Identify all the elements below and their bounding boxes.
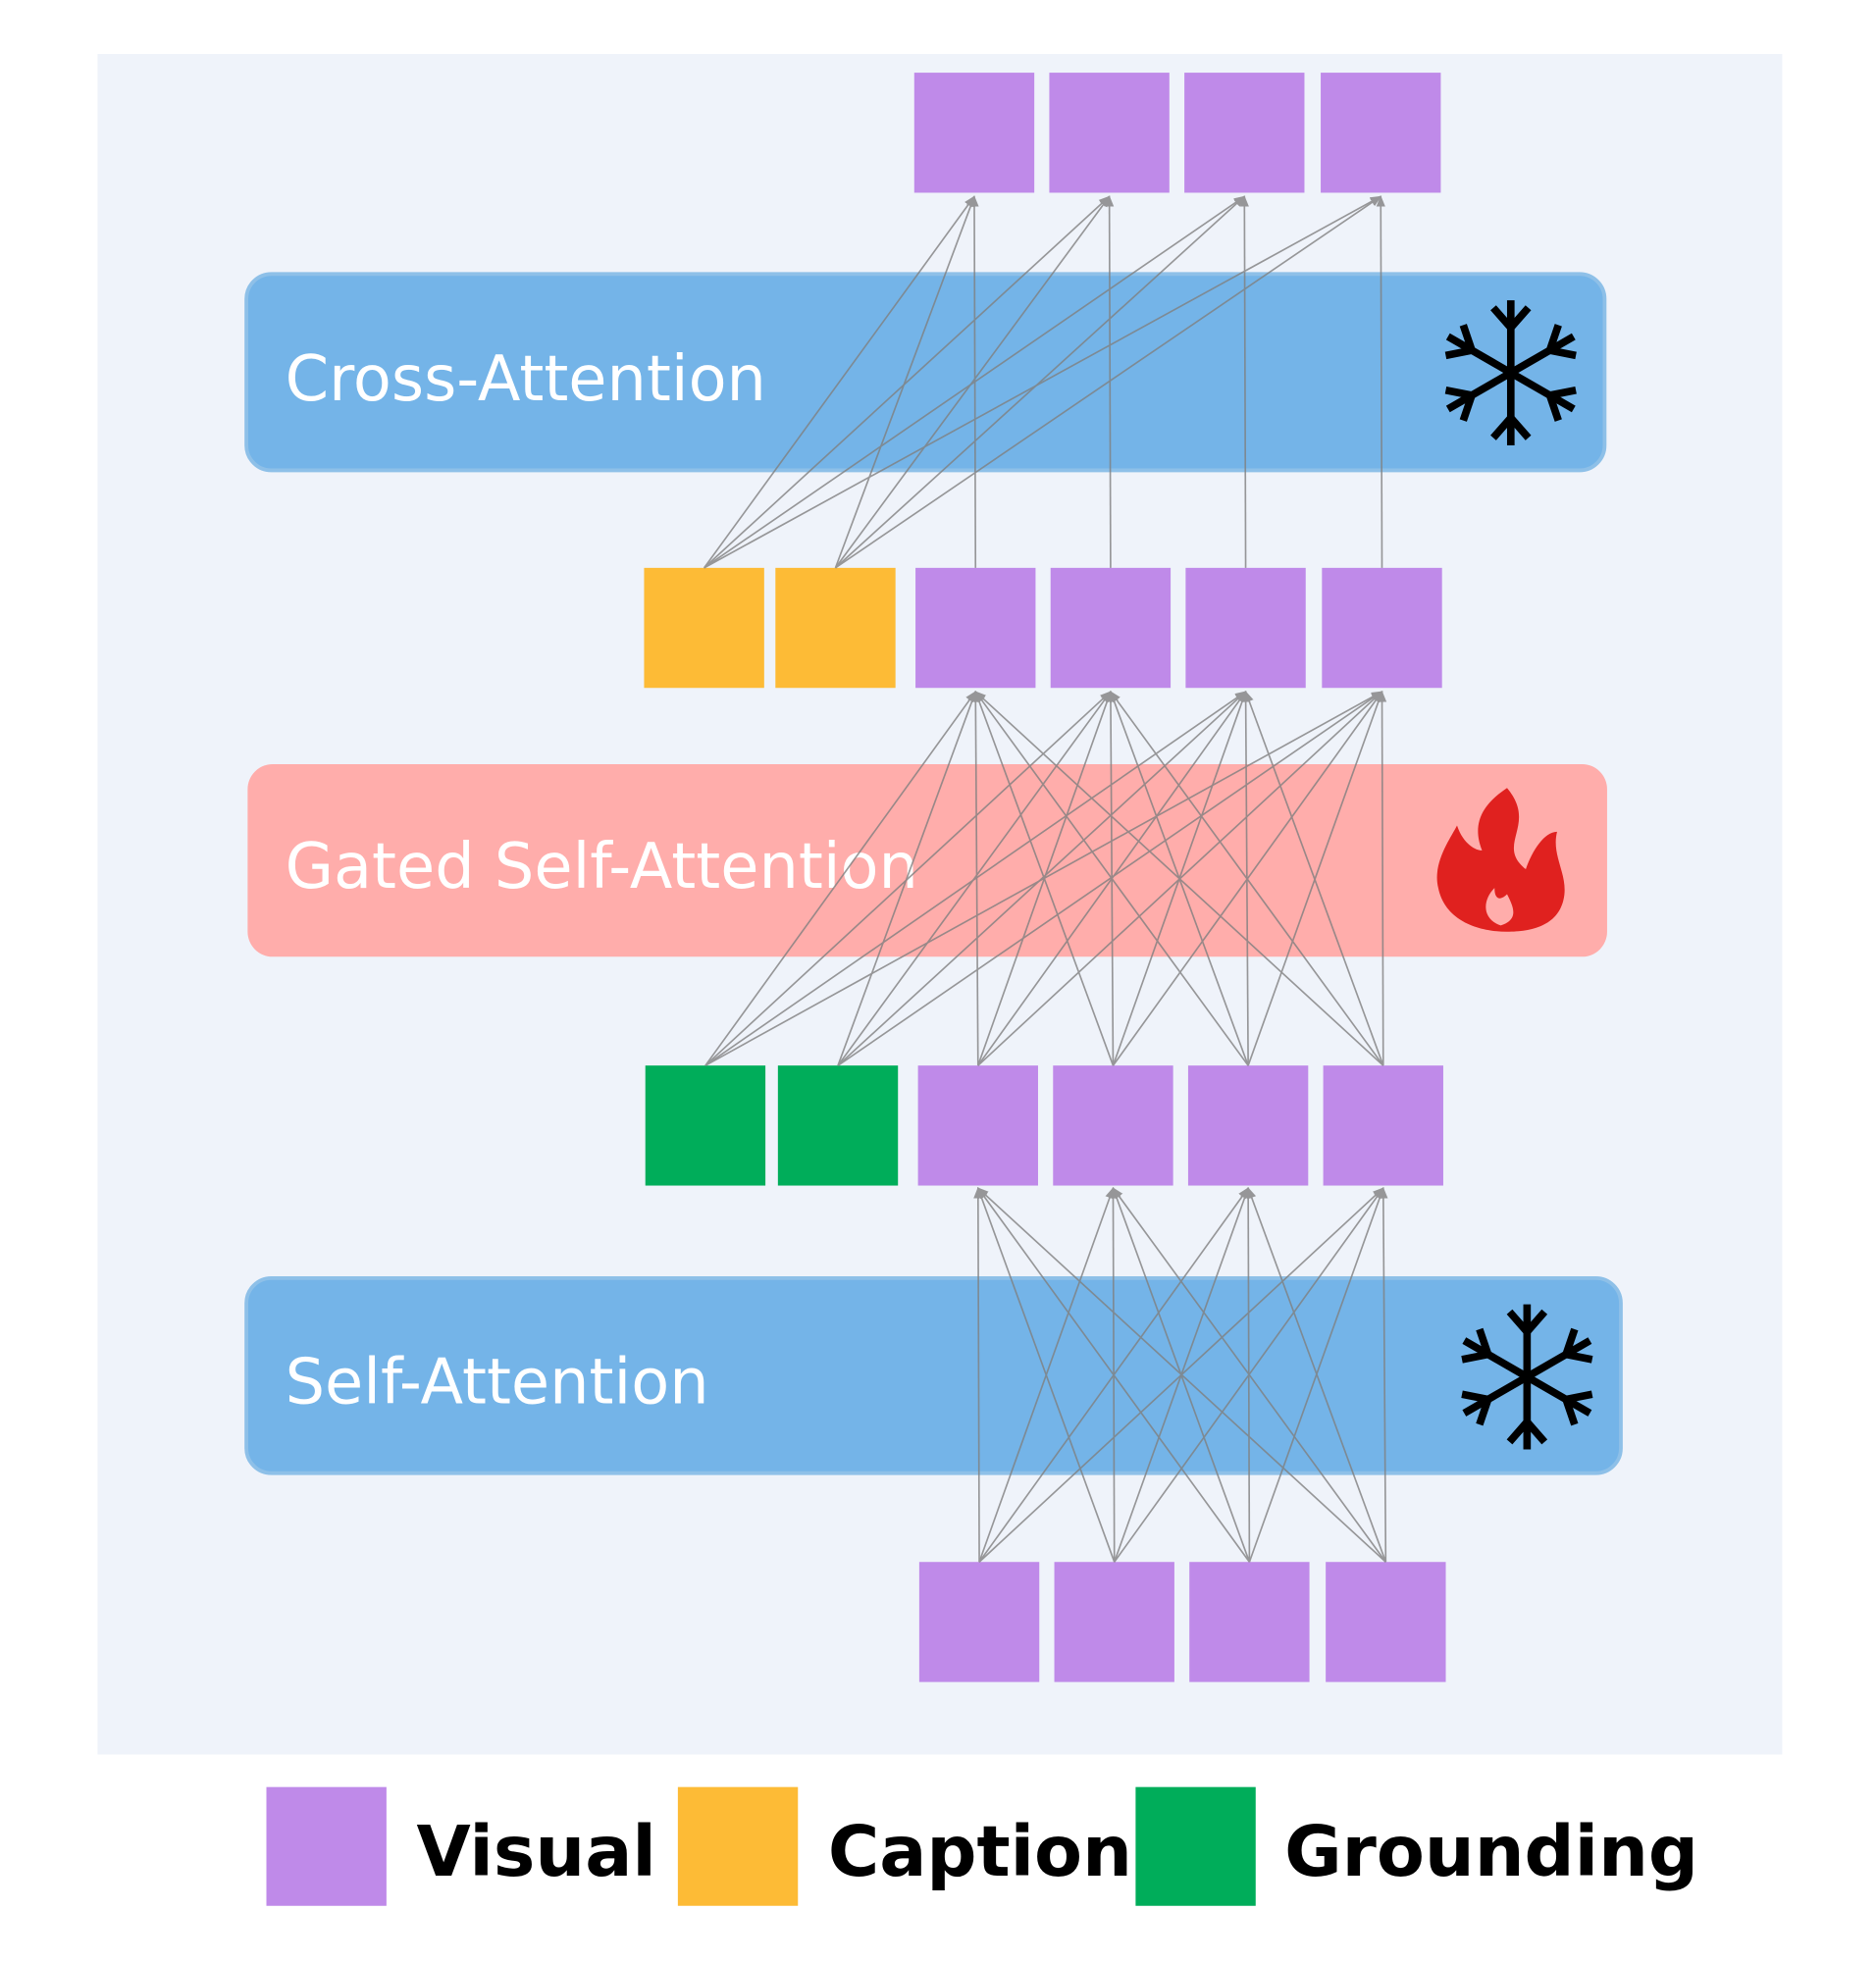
output-visual-token-visual <box>913 73 1035 193</box>
output-visual-token-visual <box>1321 73 1441 193</box>
attention-arrow <box>970 690 980 1066</box>
row3-token-visual <box>1053 1065 1173 1186</box>
cross-attention-block: Cross-Attention <box>244 272 1607 473</box>
self-attention-label: Self-Attention <box>286 1346 709 1419</box>
output-visual-token-visual <box>1049 73 1170 193</box>
row2-token-visual <box>1185 567 1306 689</box>
row2-token-caption <box>644 567 764 689</box>
attention-arrow <box>1239 195 1249 568</box>
attention-arrow <box>974 691 1384 1066</box>
attention-arrow <box>704 195 1382 569</box>
attention-arrow <box>974 690 1115 1066</box>
snowflake-icon <box>1461 1304 1593 1450</box>
attention-arrow <box>834 195 975 569</box>
row2-token-visual <box>915 567 1036 689</box>
input-visual-token-visual <box>1326 1562 1446 1682</box>
attention-arrows <box>703 195 1388 1563</box>
attention-arrow <box>969 195 979 568</box>
attention-arrow <box>1105 195 1115 568</box>
row3-token-visual <box>1323 1065 1443 1186</box>
row3-token-grounding <box>777 1065 899 1186</box>
cross-attention-label: Cross-Attention <box>286 343 766 416</box>
attention-arrow <box>837 691 1112 1066</box>
attention-arrow <box>977 1187 1116 1563</box>
row2-token-visual <box>1322 567 1442 689</box>
self-attention-block: Self-Attention <box>244 1275 1623 1475</box>
attention-arrow <box>703 195 975 569</box>
row3-token-visual <box>1187 1065 1309 1186</box>
attention-arrow <box>976 1187 1386 1563</box>
attention-arrow <box>704 195 1111 569</box>
row2-token-visual <box>1050 567 1172 689</box>
row2-token-caption <box>775 567 896 689</box>
attention-arrow <box>974 691 1249 1066</box>
attention-arrow <box>973 1186 983 1563</box>
attention-arrow <box>977 1187 1251 1563</box>
legend-label-visual: Visual <box>416 1811 655 1892</box>
attention-arrow <box>1110 691 1384 1066</box>
legend-swatch-visual <box>266 1786 387 1906</box>
attention-arrow <box>704 691 976 1066</box>
legend-label-grounding: Grounding <box>1284 1811 1698 1892</box>
output-visual-token-visual <box>1184 73 1305 193</box>
legend-swatch-grounding <box>1135 1786 1256 1906</box>
attention-arrow <box>837 690 977 1066</box>
flame-icon <box>1436 788 1565 932</box>
legend-swatch-caption <box>677 1786 799 1906</box>
row3-token-visual <box>917 1065 1038 1186</box>
legend-label-caption: Caption <box>828 1811 1132 1892</box>
attention-arrow <box>1377 690 1387 1066</box>
attention-arrow <box>837 691 1247 1066</box>
attention-arrow <box>1247 1187 1387 1563</box>
input-visual-token-visual <box>1054 1562 1174 1682</box>
gated-self-attention-label: Gated Self-Attention <box>286 831 918 903</box>
attention-arrow <box>1379 1186 1388 1563</box>
row3-token-grounding <box>645 1065 766 1186</box>
attention-arrow <box>1244 690 1384 1066</box>
input-visual-token-visual <box>918 1562 1040 1682</box>
attention-arrow <box>834 195 1111 569</box>
legend: Visual Caption Grounding <box>266 1786 1698 1906</box>
snowflake-icon <box>1444 300 1577 445</box>
attention-arrow <box>837 691 1383 1066</box>
attention-arrow <box>1112 1187 1387 1563</box>
input-visual-token-visual <box>1189 1562 1310 1682</box>
attention-arrow <box>835 195 1382 569</box>
attention-arrow <box>834 195 1246 569</box>
